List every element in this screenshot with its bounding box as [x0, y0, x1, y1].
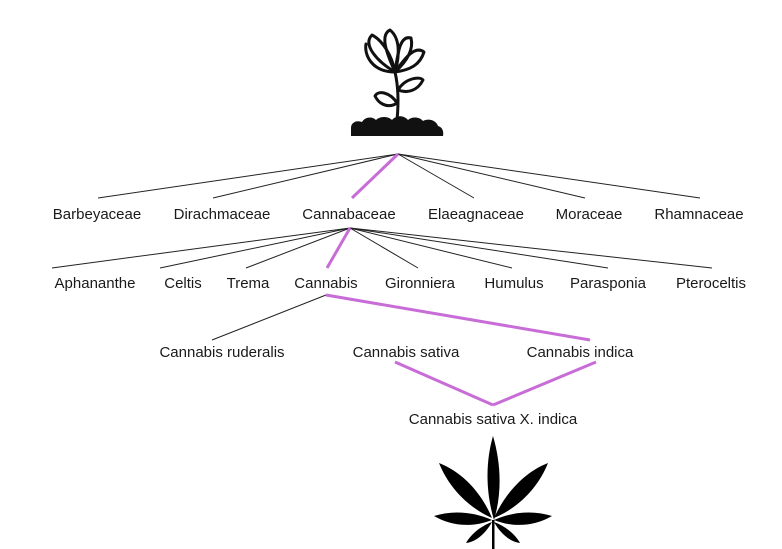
species-ruderalis: Cannabis ruderalis — [159, 344, 284, 361]
connector-elaeagnaceae — [397, 153, 475, 199]
family-barbeyaceae: Barbeyaceae — [53, 206, 141, 223]
soil-icon — [351, 116, 444, 136]
connector-gironniera — [349, 227, 419, 269]
connector-celtis — [159, 227, 351, 269]
root-connectors — [97, 153, 701, 199]
connector-pteroceltis — [349, 227, 713, 269]
family-rhamnaceae: Rhamnaceae — [654, 206, 743, 223]
highlight-connector-indica-hybrid — [492, 360, 597, 407]
genus-row: Aphananthe Celtis Trema Cannabis Gironni… — [55, 275, 746, 292]
connector-ruderalis — [211, 294, 327, 341]
genus-cannabis: Cannabis — [294, 275, 357, 292]
genus-aphananthe: Aphananthe — [55, 275, 136, 292]
family-dirachmaceae: Dirachmaceae — [174, 206, 271, 223]
highlight-connector-indica — [325, 293, 591, 342]
genus-celtis: Celtis — [164, 275, 202, 292]
connector-parasponia — [349, 227, 609, 269]
connector-barbeyaceae — [97, 153, 399, 199]
highlight-connector-cannabaceae — [350, 152, 400, 200]
family-elaeagnaceae: Elaeagnaceae — [428, 206, 524, 223]
family-cannabaceae: Cannabaceae — [302, 206, 395, 223]
highlight-connector-sativa-hybrid — [394, 360, 494, 407]
genus-trema: Trema — [227, 275, 270, 292]
family-row: Barbeyaceae Dirachmaceae Cannabaceae Ela… — [53, 206, 744, 223]
hybrid-label: Cannabis sativa X. indica — [409, 411, 578, 428]
connector-rhamnaceae — [397, 153, 701, 199]
family-connectors — [51, 227, 713, 269]
species-sativa: Cannabis sativa — [353, 344, 460, 361]
connector-moraceae — [397, 153, 586, 199]
genus-gironniera: Gironniera — [385, 275, 456, 292]
species-indica: Cannabis indica — [527, 344, 634, 361]
species-row: Cannabis ruderalis Cannabis sativa Canna… — [159, 344, 634, 361]
connector-trema — [245, 227, 351, 269]
cannabis-leaf-icon — [434, 436, 552, 549]
family-moraceae: Moraceae — [556, 206, 623, 223]
genus-pteroceltis: Pteroceltis — [676, 275, 746, 292]
connector-humulus — [349, 227, 513, 269]
connector-aphananthe — [51, 227, 351, 269]
genus-humulus: Humulus — [484, 275, 543, 292]
connector-dirachmaceae — [212, 153, 399, 199]
genus-parasponia: Parasponia — [570, 275, 647, 292]
highlight-connector-cannabis — [325, 227, 352, 269]
flower-plant-icon — [364, 28, 426, 122]
